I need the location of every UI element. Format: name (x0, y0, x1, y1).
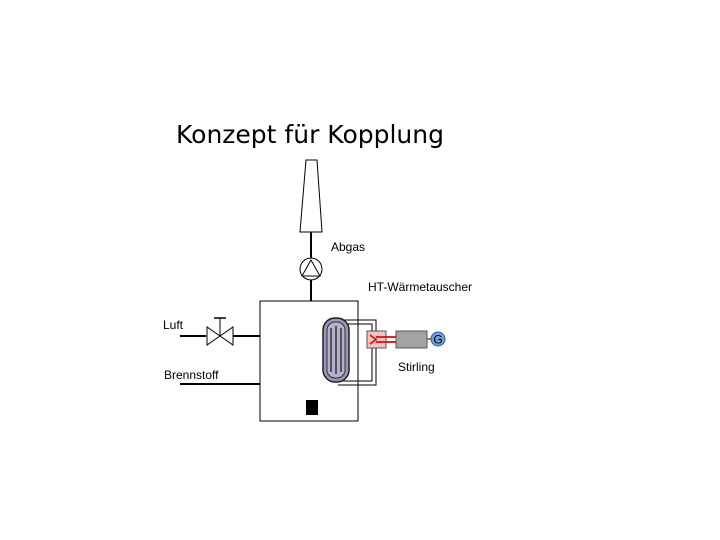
label-abgas: Abgas (331, 240, 365, 254)
label-ht-waermetauscher: HT-Wärmetauscher (368, 280, 472, 294)
exhaust-fan-icon (299, 257, 323, 281)
label-stirling: Stirling (398, 360, 435, 374)
heat-exchanger-coil (322, 317, 350, 383)
label-brennstoff: Brennstoff (164, 368, 219, 382)
generator-label: G (433, 333, 442, 347)
stirling-heater-icon (366, 330, 396, 349)
valve-icon (206, 317, 234, 346)
page-title: Konzept für Kopplung (176, 120, 444, 149)
label-luft: Luft (163, 318, 184, 332)
generator-icon: G (430, 331, 446, 347)
stirling-engine-body (395, 330, 428, 349)
burner-icon (306, 400, 318, 415)
chimney (299, 159, 323, 233)
heat-exchanger-loop (338, 319, 377, 386)
